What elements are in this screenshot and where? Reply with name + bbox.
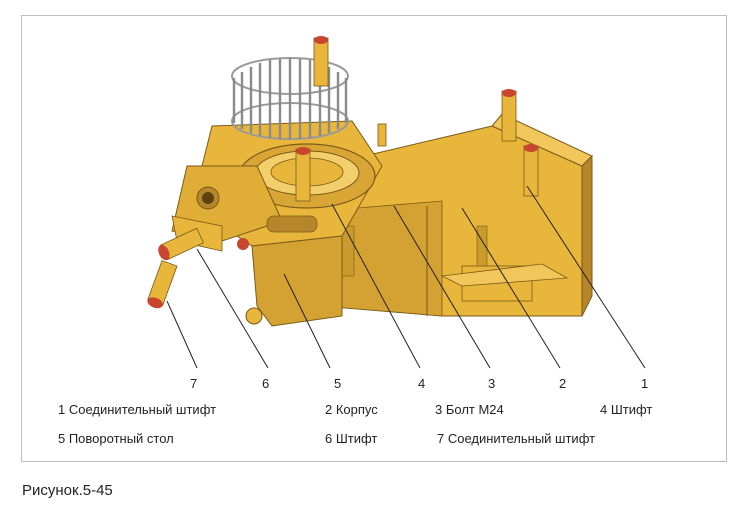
- assembly-illustration: [147, 36, 646, 369]
- pins: [147, 36, 539, 309]
- figure-caption: Рисунок.5-45: [22, 482, 113, 499]
- legend-item-7: 7 Соединительный штифт: [437, 431, 596, 446]
- figure-frame: 7 6 5 4 3 2 1 1 Соединительный штифт 2 К…: [21, 15, 727, 462]
- legend-item-6: 6 Штифт: [325, 431, 378, 446]
- housing-body: [321, 113, 593, 317]
- legend-item-3: 3 Болт M24: [435, 402, 504, 417]
- legend-item-5: 5 Поворотный стол: [58, 431, 174, 446]
- callout-1: 1: [641, 376, 649, 391]
- legend-item-4: 4 Штифт: [600, 402, 653, 417]
- callout-5: 5: [334, 376, 342, 391]
- callout-3: 3: [488, 376, 496, 391]
- callout-2: 2: [559, 376, 567, 391]
- legend-item-1: 1 Соединительный штифт: [58, 402, 217, 417]
- callout-6: 6: [262, 376, 270, 391]
- callout-4: 4: [418, 376, 426, 391]
- callout-7: 7: [190, 376, 198, 391]
- leader-lines: [166, 185, 646, 369]
- legend-item-2: 2 Корпус: [325, 402, 378, 417]
